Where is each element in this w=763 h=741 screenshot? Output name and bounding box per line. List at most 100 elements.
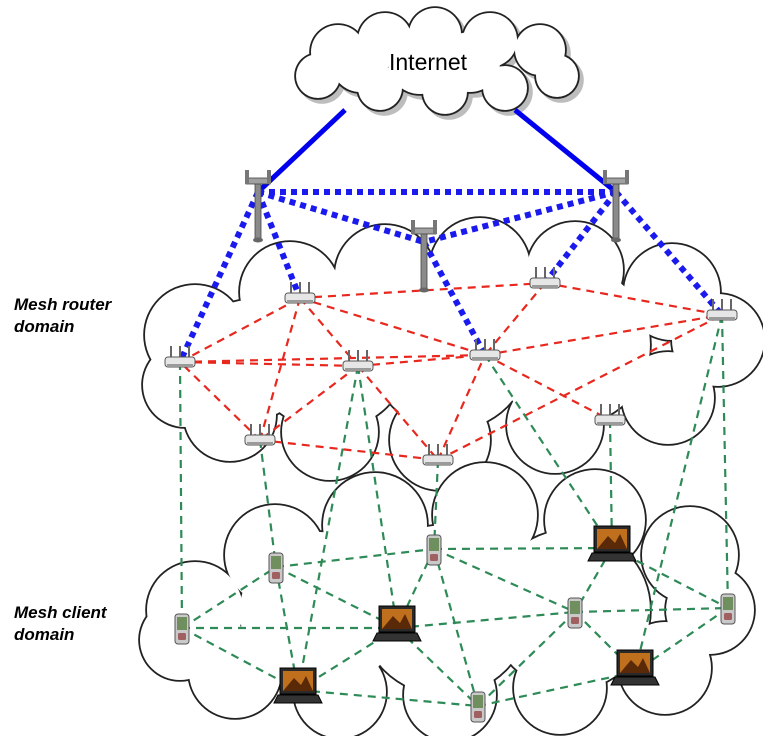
client-domain-cloud bbox=[138, 461, 756, 741]
router-client-link bbox=[356, 365, 399, 629]
gateway-backhaul-link bbox=[257, 189, 425, 245]
router-base-strip bbox=[247, 442, 273, 445]
client-lap-top-right bbox=[587, 525, 637, 562]
cloud-fill-lobe bbox=[536, 55, 578, 97]
pda-keypad bbox=[474, 711, 482, 718]
cloud-fill-lobe bbox=[440, 32, 500, 92]
client-mesh-link bbox=[477, 670, 636, 708]
pda-screen bbox=[271, 556, 281, 569]
client-mesh-link bbox=[181, 627, 299, 691]
antenna-pole-base bbox=[253, 237, 263, 243]
gateway-backhaul-link bbox=[423, 189, 617, 245]
gateway-backhaul-link bbox=[542, 190, 619, 285]
router-mesh-link bbox=[179, 360, 359, 368]
mesh-router-domain-line2: domain bbox=[14, 317, 75, 336]
router-top-right bbox=[529, 267, 561, 289]
pda-keypad bbox=[178, 633, 186, 640]
router-mesh-link bbox=[299, 296, 486, 357]
pda-screen bbox=[570, 601, 580, 614]
router-mesh-link bbox=[179, 297, 301, 363]
antenna-element bbox=[411, 220, 415, 234]
antenna-element bbox=[625, 170, 629, 184]
router-client-link bbox=[633, 314, 724, 673]
client-domain-cloud-fill bbox=[140, 463, 754, 741]
mesh-client-domain-label: Mesh client domain bbox=[14, 602, 107, 646]
client-lap-bottom-right bbox=[610, 649, 660, 686]
client-pda-bottom bbox=[470, 691, 486, 723]
router-upper bbox=[284, 282, 316, 304]
pda-keypad bbox=[724, 613, 732, 620]
router-base-strip bbox=[287, 300, 313, 303]
cloud-fill-lobe bbox=[360, 525, 530, 695]
client-mesh-link bbox=[634, 607, 729, 673]
antenna-element bbox=[433, 220, 437, 234]
router-mesh-link bbox=[484, 354, 611, 421]
client-mesh-link bbox=[297, 688, 479, 708]
client-mesh-link bbox=[275, 566, 398, 629]
antenna-element bbox=[603, 170, 607, 184]
client-pda-right bbox=[567, 597, 583, 629]
laptop-keyboard-base bbox=[372, 632, 422, 642]
internet-cloud-fill bbox=[296, 8, 578, 114]
laptop-screen-art bbox=[283, 676, 313, 691]
client-mesh-link bbox=[181, 566, 277, 629]
router-mesh-link bbox=[436, 354, 487, 461]
router-low-left bbox=[244, 424, 276, 446]
laptop-screen-art bbox=[597, 534, 627, 549]
router-base-strip bbox=[167, 364, 193, 367]
router-low-right bbox=[594, 404, 626, 426]
router-mesh-link bbox=[484, 313, 723, 357]
antenna-pole-crossbar bbox=[245, 177, 271, 185]
gateway-backhaul-link bbox=[613, 190, 725, 317]
gateway-backhaul-link bbox=[255, 190, 303, 300]
laptop-keyboard-base bbox=[610, 676, 660, 686]
router-client-link bbox=[432, 459, 440, 550]
mesh-router-domain-label: Mesh router domain bbox=[14, 294, 111, 338]
router-base-strip bbox=[597, 422, 623, 425]
router-mesh-link bbox=[259, 438, 439, 462]
laptop-keyboard-base bbox=[587, 552, 637, 562]
cloud-fill-lobe bbox=[490, 265, 650, 425]
client-pda-top bbox=[426, 534, 442, 566]
internet-cloud bbox=[294, 6, 584, 120]
router-mesh-link bbox=[357, 353, 486, 368]
cloud-fill-lobe bbox=[296, 54, 340, 98]
router-mesh-link bbox=[258, 297, 302, 441]
router-mesh-link bbox=[179, 361, 261, 441]
client-mesh-link bbox=[433, 546, 613, 551]
laptop-screen-art bbox=[620, 658, 650, 673]
client-pda-far-right bbox=[720, 593, 736, 625]
pda-screen bbox=[429, 538, 439, 551]
antenna-element bbox=[245, 170, 249, 184]
antenna-pole-base bbox=[419, 287, 429, 293]
laptop-screen-art bbox=[382, 614, 412, 629]
mesh-router-domain-line1: Mesh router bbox=[14, 295, 112, 314]
mesh-client-domain-line2: domain bbox=[14, 625, 75, 644]
pda-screen bbox=[177, 617, 187, 630]
router-client-link bbox=[484, 354, 613, 549]
router-domain-cloud-fill bbox=[143, 218, 763, 490]
client-pda-upper bbox=[268, 552, 284, 584]
cloud-fill-lobe bbox=[388, 30, 452, 94]
router-mesh-link bbox=[179, 353, 486, 364]
gateway-backhaul-link bbox=[177, 190, 261, 364]
antenna-element bbox=[267, 170, 271, 184]
client-lap-center bbox=[372, 605, 422, 642]
router-base-strip bbox=[345, 368, 371, 371]
internet-link-left bbox=[256, 108, 347, 194]
router-client-link bbox=[258, 439, 278, 568]
router-mid-left bbox=[342, 350, 374, 372]
cloud-fill-lobe bbox=[370, 270, 530, 430]
gateway-left bbox=[245, 170, 271, 243]
router-client-link bbox=[720, 314, 730, 609]
client-mesh-link bbox=[396, 610, 576, 630]
client-lap-bottom-left bbox=[273, 667, 323, 704]
mesh-client-domain-line1: Mesh client bbox=[14, 603, 107, 622]
router-left bbox=[164, 346, 196, 368]
router-mesh-link bbox=[437, 314, 723, 461]
client-pda-left bbox=[174, 613, 190, 645]
router-base-strip bbox=[532, 285, 558, 288]
pda-screen bbox=[473, 695, 483, 708]
